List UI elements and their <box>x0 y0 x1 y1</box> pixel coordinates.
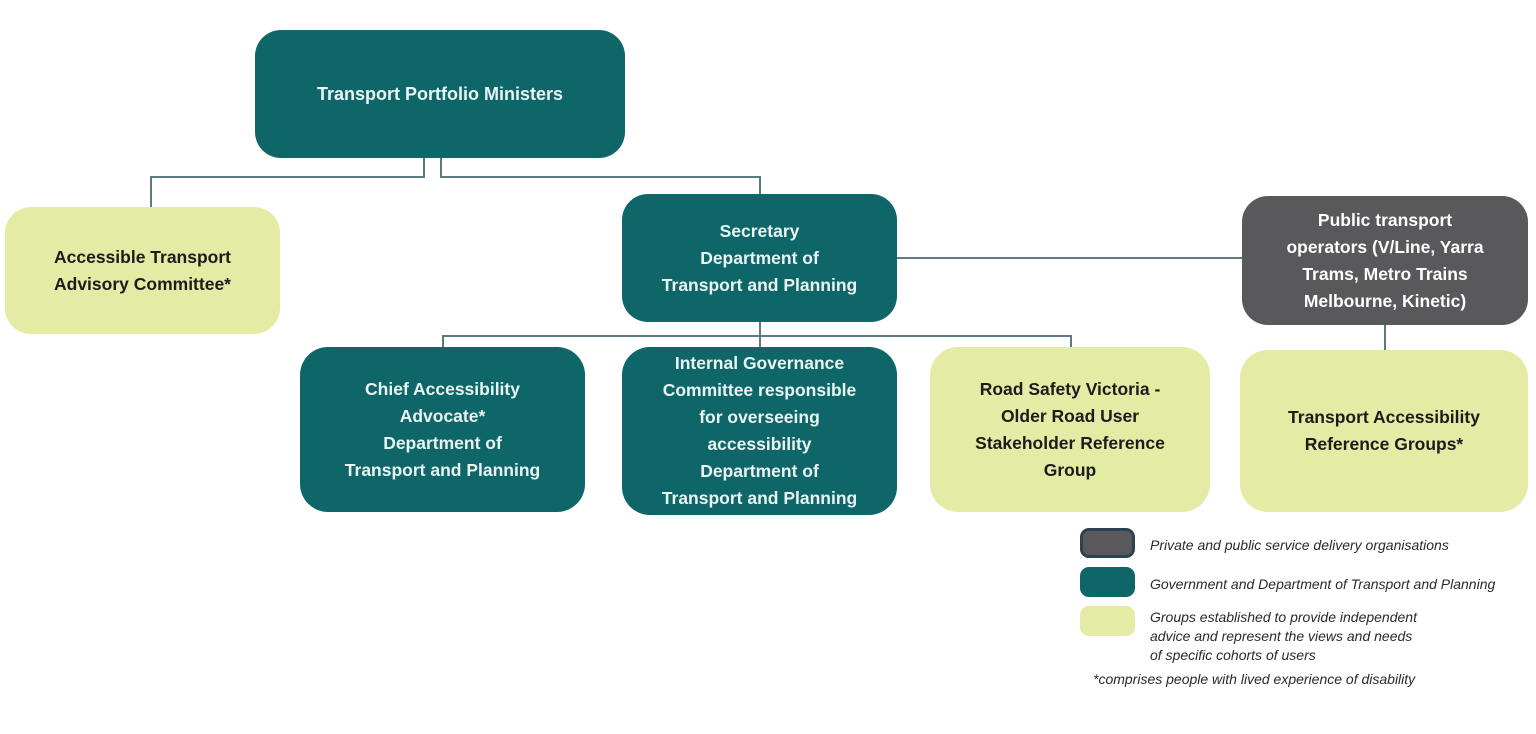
legend-swatch-gray <box>1080 528 1135 558</box>
connector-children-bar <box>442 335 1072 337</box>
connector-ministers-drop-right <box>440 157 442 178</box>
connector-advisory-drop <box>150 176 152 208</box>
connector-secretary-drop <box>759 176 761 195</box>
legend-swatch-teal <box>1080 567 1135 597</box>
connector-ministers-advisory-horizontal <box>150 176 425 178</box>
node-internal-governance-committee: Internal Governance Committee responsibl… <box>622 347 897 515</box>
node-transport-accessibility-reference-groups: Transport Accessibility Reference Groups… <box>1240 350 1528 512</box>
legend-item-private-public: Private and public service delivery orga… <box>1080 528 1449 558</box>
legend-label: Groups established to provide independen… <box>1150 609 1417 663</box>
legend-item-independent-groups: Groups established to provide independen… <box>1080 606 1417 665</box>
connector-operators-reference-groups <box>1384 324 1386 351</box>
legend-footnote: *comprises people with lived experience … <box>1093 671 1416 687</box>
node-public-transport-operators: Public transport operators (V/Line, Yarr… <box>1242 196 1528 325</box>
legend-item-government-dtp: Government and Department of Transport a… <box>1080 567 1495 597</box>
node-accessible-transport-advisory-committee: Accessible Transport Advisory Committee* <box>5 207 280 334</box>
connector-road-safety-drop <box>1070 335 1072 348</box>
connector-advocate-drop <box>442 335 444 348</box>
node-secretary-dtp: Secretary Department of Transport and Pl… <box>622 194 897 322</box>
connector-ministers-drop-left <box>423 157 425 178</box>
node-chief-accessibility-advocate: Chief Accessibility Advocate* Department… <box>300 347 585 512</box>
legend-label: Private and public service delivery orga… <box>1150 536 1449 553</box>
legend-label: Government and Department of Transport a… <box>1150 575 1496 592</box>
connector-secretary-operators <box>897 257 1242 259</box>
connector-ministers-secretary-horizontal <box>440 176 761 178</box>
node-transport-portfolio-ministers: Transport Portfolio Ministers <box>255 30 625 158</box>
connector-secretary-children-stem <box>759 321 761 347</box>
node-road-safety-victoria-group: Road Safety Victoria - Older Road User S… <box>930 347 1210 512</box>
legend-swatch-green <box>1080 606 1135 636</box>
